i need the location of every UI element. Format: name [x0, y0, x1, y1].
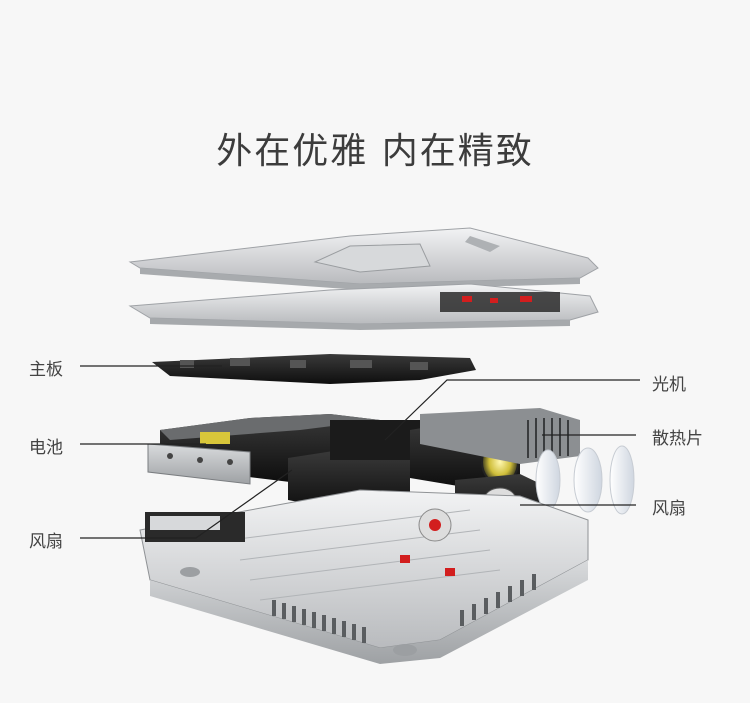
callout-mainboard: 主板	[29, 360, 63, 380]
page-title: 外在优雅 内在精致	[216, 131, 534, 172]
callout-battery: 电池	[29, 438, 63, 458]
lens-glass-pieces	[535, 445, 635, 515]
bottom-chassis	[139, 489, 589, 664]
callout-lines	[80, 365, 640, 539]
callout-fan-right: 风扇	[652, 499, 686, 519]
callout-heatsink: 散热片	[652, 429, 703, 449]
inner-plate	[128, 283, 599, 330]
callout-fan-left: 风扇	[29, 532, 63, 552]
mainboard-part	[152, 354, 476, 384]
top-cover	[128, 227, 599, 290]
callout-optical: 光机	[652, 375, 686, 395]
